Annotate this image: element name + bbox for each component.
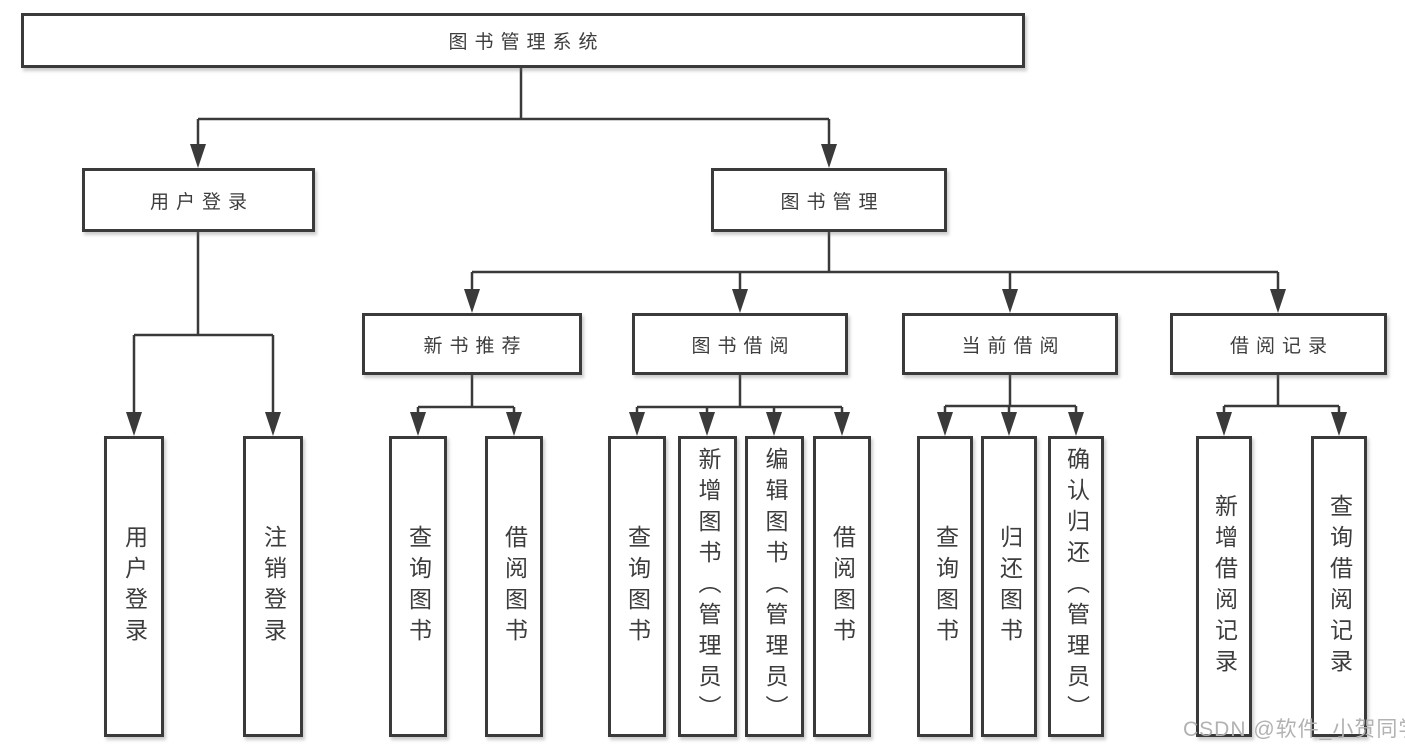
leaf-edit-book-admin: 编辑图书（管理员） <box>745 436 804 737</box>
node-label: 借阅图书 <box>501 524 528 649</box>
node-label: 新书推荐 <box>423 335 528 357</box>
csdn-watermark: CSDN @软件_小贺同学 <box>1183 718 1405 741</box>
leaf-search-borrow-record: 查询借阅记录 <box>1311 436 1367 737</box>
leaf-return-book: 归还图书 <box>981 436 1037 737</box>
node-label: 注销登录 <box>260 524 287 649</box>
node-label: 借阅图书 <box>829 524 856 649</box>
node-label: 用户登录 <box>121 524 148 649</box>
node-new-book-recommend: 新书推荐 <box>362 313 582 375</box>
node-label: 查询借阅记录 <box>1326 493 1353 680</box>
node-user-login: 用户登录 <box>82 168 315 232</box>
node-label: 借阅记录 <box>1229 335 1334 357</box>
leaf-search-book-current: 查询图书 <box>917 436 973 737</box>
node-label: 归还图书 <box>996 524 1023 649</box>
leaf-search-book-recommend: 查询图书 <box>389 436 447 737</box>
node-library-management-system: 图书管理系统 <box>21 13 1025 68</box>
node-current-borrowing: 当前借阅 <box>902 313 1118 375</box>
node-label: 查询图书 <box>624 524 651 649</box>
node-label: 当前借阅 <box>961 335 1066 357</box>
node-book-management: 图书管理 <box>711 168 947 232</box>
leaf-add-borrow-record: 新增借阅记录 <box>1196 436 1252 737</box>
node-label: 新增图书（管理员） <box>695 447 721 726</box>
leaf-user-login: 用户登录 <box>104 436 164 737</box>
node-label: 用户登录 <box>149 191 254 213</box>
node-label: 查询图书 <box>405 524 432 649</box>
leaf-search-book: 查询图书 <box>608 436 666 737</box>
node-label: 图书管理 <box>780 191 885 213</box>
leaf-borrow-book: 借阅图书 <box>813 436 871 737</box>
leaf-logout: 注销登录 <box>243 436 303 737</box>
node-borrowing-records: 借阅记录 <box>1170 313 1387 375</box>
node-label: 图书借阅 <box>691 335 796 357</box>
leaf-add-book-admin: 新增图书（管理员） <box>678 436 737 737</box>
node-book-borrowing: 图书借阅 <box>632 313 848 375</box>
node-label: 新增借阅记录 <box>1211 493 1238 680</box>
node-label: 确认归还（管理员） <box>1063 447 1090 726</box>
leaf-borrow-book-recommend: 借阅图书 <box>485 436 543 737</box>
node-label: 图书管理系统 <box>448 32 605 53</box>
leaf-confirm-return-admin: 确认归还（管理员） <box>1048 436 1104 737</box>
node-label: 查询图书 <box>932 524 959 649</box>
node-label: 编辑图书（管理员） <box>762 447 788 726</box>
